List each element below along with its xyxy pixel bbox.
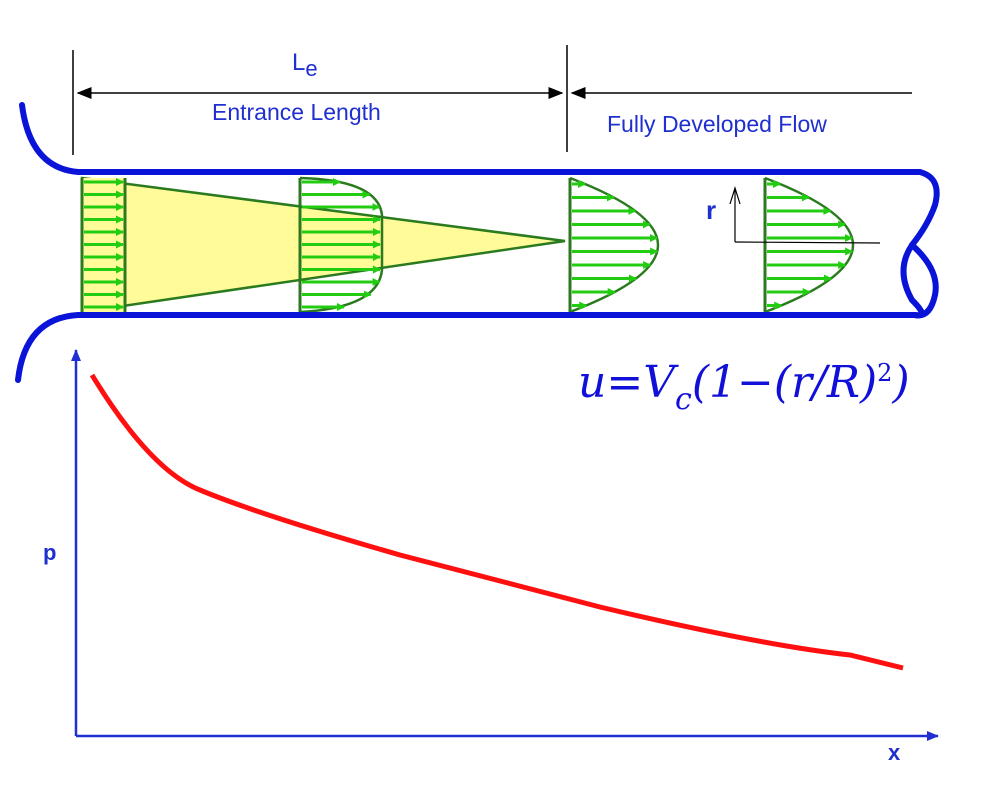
le-label: Le <box>292 49 318 81</box>
x-axis-label: x <box>888 740 901 765</box>
dimension-lines <box>72 45 912 155</box>
pipe-walls <box>15 102 940 383</box>
developing-velocity-arrows <box>302 178 381 311</box>
radial-axis <box>729 185 881 244</box>
parabolic-profile-2 <box>763 176 855 314</box>
r-label: r <box>706 195 716 225</box>
p-axis-label: p <box>43 540 56 565</box>
entrance-length-label: Entrance Length <box>212 99 381 125</box>
fully-developed-label: Fully Developed Flow <box>607 111 827 137</box>
velocity-equation: u=Vc(1−(r/R)2) <box>578 357 910 417</box>
pressure-plot-axes <box>71 349 939 741</box>
uniform-velocity-profile <box>84 178 124 311</box>
parabolic-profile-1 <box>568 176 660 314</box>
pressure-curve <box>89 373 904 671</box>
